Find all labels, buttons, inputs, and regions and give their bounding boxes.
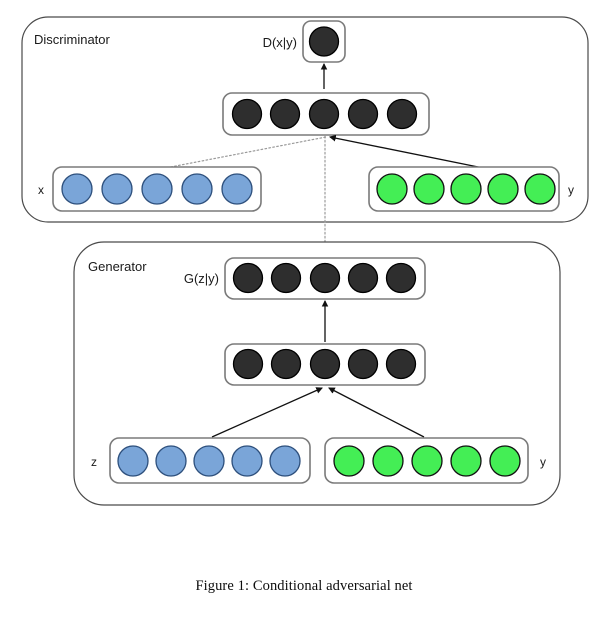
- discriminator-panel: Discriminator D(x|y): [21, 16, 589, 223]
- generator-input-y-layer[interactable]: [324, 437, 529, 484]
- generator-hidden-unit: [385, 348, 417, 380]
- edge-discriminator-x-to-hidden: [154, 136, 327, 171]
- generator-input-z-unit: [155, 445, 187, 477]
- discriminator-hidden-unit: [386, 98, 418, 130]
- discriminator-input-x-unit: [101, 173, 133, 205]
- discriminator-title: Discriminator: [34, 32, 111, 47]
- generator-hidden-unit: [309, 348, 341, 380]
- discriminator-hidden-layer[interactable]: [222, 92, 430, 136]
- generator-input-y-unit: [333, 445, 365, 477]
- discriminator-input-x-layer[interactable]: [52, 166, 262, 212]
- discriminator-output-label: D(x|y): [263, 35, 297, 50]
- generator-hidden-unit: [270, 348, 302, 380]
- discriminator-input-x-label: x: [38, 183, 44, 197]
- generator-title: Generator: [88, 259, 147, 274]
- discriminator-input-x-unit: [61, 173, 93, 205]
- discriminator-input-y-layer[interactable]: [368, 166, 560, 212]
- generator-output-layer[interactable]: [224, 257, 426, 300]
- discriminator-input-y-unit: [487, 173, 519, 205]
- generator-input-y-label: y: [540, 455, 546, 469]
- discriminator-hidden-unit: [269, 98, 301, 130]
- discriminator-hidden-unit: [308, 98, 340, 130]
- discriminator-output-layer[interactable]: [302, 20, 346, 63]
- edge-generator-y-to-hidden: [328, 387, 425, 438]
- edge-discriminator-y-to-hidden: [329, 134, 494, 171]
- generator-input-z-unit: [269, 445, 301, 477]
- discriminator-input-y-unit: [450, 173, 482, 205]
- generator-input-z-label: z: [91, 455, 97, 469]
- discriminator-hidden-unit: [231, 98, 263, 130]
- discriminator-input-y-label: y: [568, 183, 574, 197]
- generator-input-z-unit: [193, 445, 225, 477]
- discriminator-output-unit: [308, 26, 340, 57]
- generator-output-label: G(z|y): [184, 271, 219, 286]
- generator-output-unit: [270, 262, 302, 294]
- generator-hidden-layer[interactable]: [224, 343, 426, 386]
- generator-panel: Generator G(z|y): [73, 241, 561, 506]
- generator-output-unit: [232, 262, 264, 294]
- discriminator-input-x-unit: [141, 173, 173, 205]
- discriminator-input-y-unit: [524, 173, 556, 205]
- generator-input-y-unit: [411, 445, 443, 477]
- discriminator-input-y-unit: [413, 173, 445, 205]
- discriminator-input-x-unit: [221, 173, 253, 205]
- generator-output-unit: [309, 262, 341, 294]
- generator-hidden-unit: [347, 348, 379, 380]
- figure-caption: Figure 1: Conditional adversarial net: [195, 578, 413, 594]
- generator-input-y-unit: [489, 445, 521, 477]
- discriminator-input-x-unit: [181, 173, 213, 205]
- generator-hidden-unit: [232, 348, 264, 380]
- generator-output-unit: [347, 262, 379, 294]
- generator-input-y-unit: [372, 445, 404, 477]
- edge-generator-z-to-hidden: [211, 387, 323, 438]
- generator-input-z-layer[interactable]: [109, 437, 311, 484]
- generator-output-unit: [385, 262, 417, 294]
- generator-input-y-unit: [450, 445, 482, 477]
- generator-input-z-unit: [117, 445, 149, 477]
- discriminator-hidden-unit: [347, 98, 379, 130]
- discriminator-input-y-unit: [376, 173, 408, 205]
- generator-input-z-unit: [231, 445, 263, 477]
